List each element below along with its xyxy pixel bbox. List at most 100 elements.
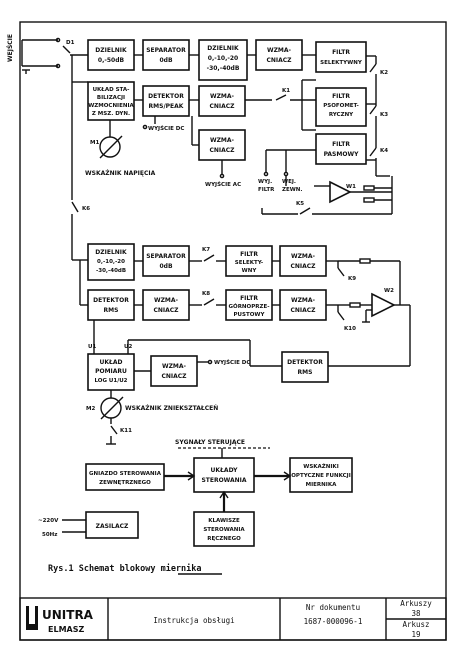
power-supply-label: ZASILACZ: [96, 523, 129, 530]
divider-2-line3: -30,-40dB: [207, 65, 240, 72]
amplifier-4-line1: WZMA-: [291, 253, 316, 260]
divider-2-line1: DZIELNIK: [207, 45, 239, 52]
switch-k1-label: K1: [282, 88, 290, 94]
psophometric-filter-line1: FILTR: [332, 93, 350, 100]
u2-label: U2: [124, 344, 132, 350]
switch-k4: [369, 147, 377, 157]
opamp-w2: [371, 292, 396, 318]
gain-stabilizer-line1: UKŁAD STA-: [93, 87, 130, 93]
ext-input-label: WEJ.: [282, 179, 296, 185]
selective-filter-block-1: [315, 41, 367, 73]
amplifier-6-line2: CNIACZ: [290, 307, 316, 314]
amplifier-2-line1: WZMA-: [210, 93, 235, 100]
switch-k5-label: K5: [296, 201, 304, 207]
amplifier-2-line2: CNIACZ: [209, 103, 235, 110]
switch-k2: [369, 63, 377, 73]
selective-filter-1-line1: FILTR: [332, 49, 350, 56]
switch-k9: [337, 267, 345, 277]
external-control-line1: GNIAZDO STEROWANIA: [89, 471, 162, 477]
amplifier-5-line1: WZMA-: [154, 297, 179, 304]
switch-k8: [203, 298, 215, 306]
dc-output-1-label: WYJŚCIE DC: [148, 125, 184, 132]
voltage-indicator-label: WSKAŹNIK NAPIĘCIA: [85, 169, 156, 177]
switch-k7-label: K7: [202, 247, 210, 253]
sheet-label: Arkusz: [402, 620, 429, 629]
selective-filter-2-line2: SELEKTY-: [235, 260, 263, 266]
switch-k3-label: K3: [380, 112, 388, 118]
opamp-w1: [329, 180, 352, 204]
meter-m1: [99, 136, 121, 158]
amplifier-block-5: [142, 289, 190, 321]
switch-k6-label: K6: [82, 206, 90, 212]
amplifier-block-6: [279, 289, 327, 321]
control-circuits-line1: UKŁADY: [211, 467, 239, 474]
amplifier-7-line1: WZMA-: [162, 363, 187, 370]
brand-subname: ELMASZ: [48, 625, 84, 634]
amplifier-block-1: [255, 39, 303, 71]
optical-indicators-line2: OPTYCZNE FUNKCJI: [291, 473, 351, 479]
brand-name: UNITRA: [42, 608, 94, 622]
manual-keys-line2: STEROWANIA: [203, 527, 245, 533]
meter-m2: [100, 397, 122, 419]
divider-1-line1: DZIELNIK: [95, 47, 127, 54]
psophometric-filter-line3: RYCZNY: [329, 112, 354, 118]
control-circuits-block: [193, 457, 255, 493]
amplifier-7-line2: CNIACZ: [161, 373, 187, 380]
selective-filter-1-line2: SELEKTYWNY: [320, 60, 363, 66]
separator-block-1: [142, 39, 190, 71]
switch-k7: [203, 254, 215, 262]
optical-indicators-block: [289, 457, 353, 493]
divider-1-line2: 0,-50dB: [98, 57, 125, 64]
amplifier-block-3: [198, 129, 246, 161]
psophometric-filter-line2: PSOFOMET-: [323, 103, 359, 109]
highpass-filter-line3: PUSTOWY: [234, 312, 266, 318]
gain-stabilizer-line3: WZMOCNIENIA: [88, 103, 134, 109]
selective-filter-2-line3: WNY: [242, 268, 258, 274]
separator-2-line1: SEPARATOR: [146, 253, 186, 260]
rms-detector-block-2: [281, 351, 329, 383]
highpass-filter-block: [225, 289, 273, 321]
rms-detector-2-line2: RMS: [298, 369, 313, 376]
ext-input-label-2: ZEWN.: [282, 187, 303, 193]
meter-m1-label: M1: [90, 140, 99, 146]
amplifier-block-2: [198, 85, 246, 117]
external-control-line2: ZEWNĘTRZNEGO: [99, 480, 151, 486]
switch-k10: [337, 311, 345, 321]
selective-filter-block-2: [225, 245, 273, 277]
switch-k11: [110, 425, 118, 435]
bandpass-filter-line2: PASMOWY: [324, 151, 360, 158]
switch-k3: [369, 105, 377, 115]
switch-k9-label: K9: [348, 276, 356, 282]
amplifier-5-line2: CNIACZ: [153, 307, 179, 314]
gain-stabilizer-block: [87, 81, 135, 121]
highpass-filter-line2: GÓRNOPRZE-: [229, 303, 270, 310]
separator-1-line2: 0dB: [159, 57, 172, 64]
manual-keys-block: [193, 511, 255, 547]
amplifier-1-line1: WZMA-: [267, 47, 292, 54]
divider-3-line2: 0,-10,-20: [97, 259, 125, 265]
mains-frequency-label: 50Hz: [42, 532, 57, 538]
rms-peak-detector-block: [142, 85, 190, 117]
divider-3-line3: -30,-40dB: [96, 268, 126, 274]
log-measure-line1: UKŁAD: [100, 359, 123, 366]
switch-k10-label: K10: [344, 326, 356, 332]
amplifier-1-line2: CNIACZ: [266, 57, 292, 64]
rms-detector-1-line1: DETEKTOR: [93, 297, 129, 304]
filter-output-label-2: FILTR: [258, 187, 275, 193]
optical-indicators-line3: MIERNIKA: [306, 482, 337, 488]
switch-k11-label: K11: [120, 428, 132, 434]
separator-block-2: [142, 245, 190, 277]
optical-indicators-line1: WSKAŹNIKI: [303, 462, 339, 470]
unitra-logo-icon: [26, 606, 38, 630]
switch-k5: [299, 207, 311, 215]
power-supply-block: [85, 511, 139, 539]
sheet-number: 19: [411, 630, 420, 639]
divider-2-line2: 0,-10,-20: [208, 55, 238, 62]
manual-keys-line3: RĘCZNEGO: [207, 536, 241, 542]
divider-block-2: [198, 39, 248, 81]
separator-1-line1: SEPARATOR: [146, 47, 186, 54]
gain-stabilizer-line4: Z MSZ. DYN.: [92, 111, 130, 117]
amplifier-6-line1: WZMA-: [291, 297, 316, 304]
amplifier-3-line1: WZMA-: [210, 137, 235, 144]
